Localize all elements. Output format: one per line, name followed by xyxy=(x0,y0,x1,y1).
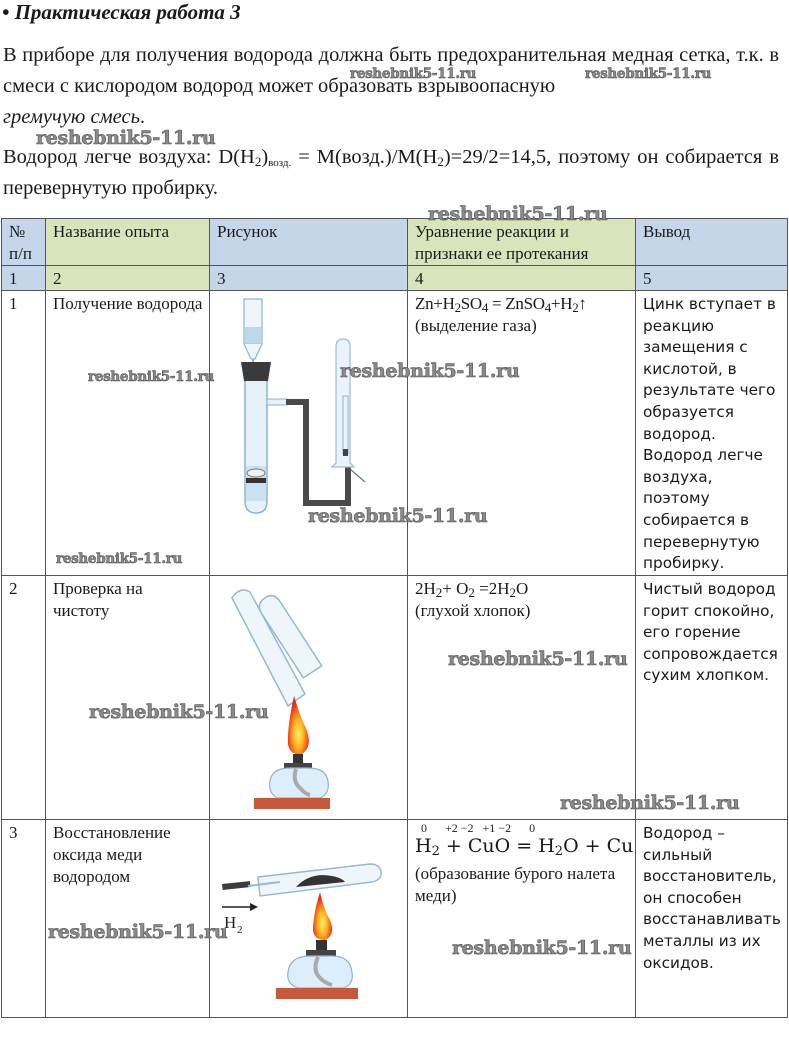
subscript: 2 xyxy=(554,844,564,859)
reaction-sign: (образование бурого налета меди) xyxy=(415,864,616,905)
subscript: 2 xyxy=(431,844,440,859)
emphasis-term: гремучую смесь xyxy=(3,106,140,128)
table-row: 3 Восстановление оксида меди водородом H… xyxy=(1,819,788,1018)
conclusion: Чистый водород горит спокойно, его горен… xyxy=(635,575,788,820)
row-number: 2 xyxy=(1,575,46,820)
header-number: № п/п xyxy=(1,218,46,266)
subscript: 2 xyxy=(437,154,444,169)
reaction-equation: 2H2+ O2 =2H2O xyxy=(415,578,629,600)
density-text: = M(возд.)/M(H xyxy=(291,146,438,168)
figure-cell xyxy=(209,575,408,820)
figure-cell xyxy=(209,290,408,576)
experiment-name: Получение водорода xyxy=(45,290,210,576)
subscript: 4 xyxy=(544,300,552,315)
reaction-equation: Zn+H2SO4 = ZnSO4+H2↑ xyxy=(415,293,629,315)
row-number: 3 xyxy=(1,819,46,1018)
eq-text: SO xyxy=(460,294,482,313)
eq-text: =2H xyxy=(474,579,510,598)
experiment-name: Проверка на чистоту xyxy=(45,575,210,820)
subscript: 2 xyxy=(435,585,443,600)
equation-cell: 2H2+ O2 =2H2O (глухой хлопок) xyxy=(407,575,636,820)
experiment-name: Восстановление оксида меди водородом xyxy=(45,819,210,1018)
subscript: 2 xyxy=(454,300,462,315)
figure-cell: H 2 xyxy=(209,819,408,1018)
eq-text: 2H xyxy=(415,579,436,598)
header-figure: Рисунок xyxy=(209,218,408,266)
paragraph-safety-note: В приборе для получения водорода должна … xyxy=(3,40,779,133)
equation-cell: 0 +2 −2 +1 −2 0 H2 + CuO = H2O + Cu (обр… xyxy=(407,819,636,1018)
subscript: 2 xyxy=(509,585,517,600)
subscript: 2 xyxy=(254,154,262,169)
paragraph-density: Водород легче воздуха: D(H2)возд. = M(во… xyxy=(3,142,779,204)
header-experiment-name: Название опыта xyxy=(45,218,210,266)
h2-label: H xyxy=(224,913,236,932)
eq-text: + O xyxy=(442,579,469,598)
header-conclusion: Вывод xyxy=(635,218,788,266)
row-number: 1 xyxy=(1,290,46,576)
gas-arrow-icon: ↑ xyxy=(578,294,587,313)
column-number: 4 xyxy=(407,265,636,291)
test-tube-over-spirit-lamp-icon xyxy=(231,589,330,809)
eq-text: O + Cu xyxy=(563,835,634,857)
subscript: возд. xyxy=(268,157,292,169)
redox-equation: 0 +2 −2 +1 −2 0 H2 + CuO = H2O + Cu xyxy=(415,821,633,859)
column-number-row: 1 2 3 4 5 xyxy=(1,265,788,291)
density-text: )=29/2=14,5, поэтому он собирается в пер… xyxy=(3,146,780,199)
subscript: 2 xyxy=(468,585,475,600)
reaction-sign: (глухой хлопок) xyxy=(415,601,531,620)
column-number: 3 xyxy=(209,265,408,291)
table-row: 1 Получение водорода xyxy=(1,290,788,576)
eq-text: H xyxy=(415,835,432,857)
subscript: 2 xyxy=(572,300,579,315)
column-number: 5 xyxy=(635,265,788,291)
density-text: Водород легче воздуха: D(H xyxy=(3,146,255,168)
reaction-sign: (выделение газа) xyxy=(415,316,537,335)
paragraph-end: . xyxy=(139,106,146,128)
conclusion: Цинк вступает в реакцию замещения с кисл… xyxy=(635,290,788,576)
copper-oxide-reduction-apparatus-icon: H 2 xyxy=(221,863,382,999)
paragraph-text: В приборе для получения водорода должна … xyxy=(3,44,779,97)
eq-text: = ZnSO xyxy=(488,294,545,313)
eq-text: + CuO = H xyxy=(439,835,555,857)
page-title: • Практическая работа 3 xyxy=(2,0,241,24)
h2-subscript: 2 xyxy=(237,924,243,936)
table-header-row: № п/п Название опыта Рисунок Уравнение р… xyxy=(1,218,788,266)
oxidation-states: 0 +2 −2 +1 −2 0 xyxy=(421,821,536,835)
equation-cell: Zn+H2SO4 = ZnSO4+H2↑ (выделение газа) xyxy=(407,290,636,576)
eq-text: O xyxy=(516,579,529,598)
eq-text: +H xyxy=(550,294,573,313)
column-number: 2 xyxy=(45,265,210,291)
table-row: 2 Проверка на чистоту xyxy=(1,575,788,820)
experiments-table: № п/п Название опыта Рисунок Уравнение р… xyxy=(1,218,788,1018)
eq-text: Zn+H xyxy=(415,294,455,313)
header-equation: Уравнение реакции и признаки ее протекан… xyxy=(407,218,636,266)
conclusion: Водород – сильный восстановитель, он спо… xyxy=(635,819,788,1018)
subscript: 4 xyxy=(481,300,489,315)
column-number: 1 xyxy=(1,265,46,291)
hydrogen-generation-apparatus-icon xyxy=(241,298,366,514)
density-text: ) xyxy=(261,146,269,168)
